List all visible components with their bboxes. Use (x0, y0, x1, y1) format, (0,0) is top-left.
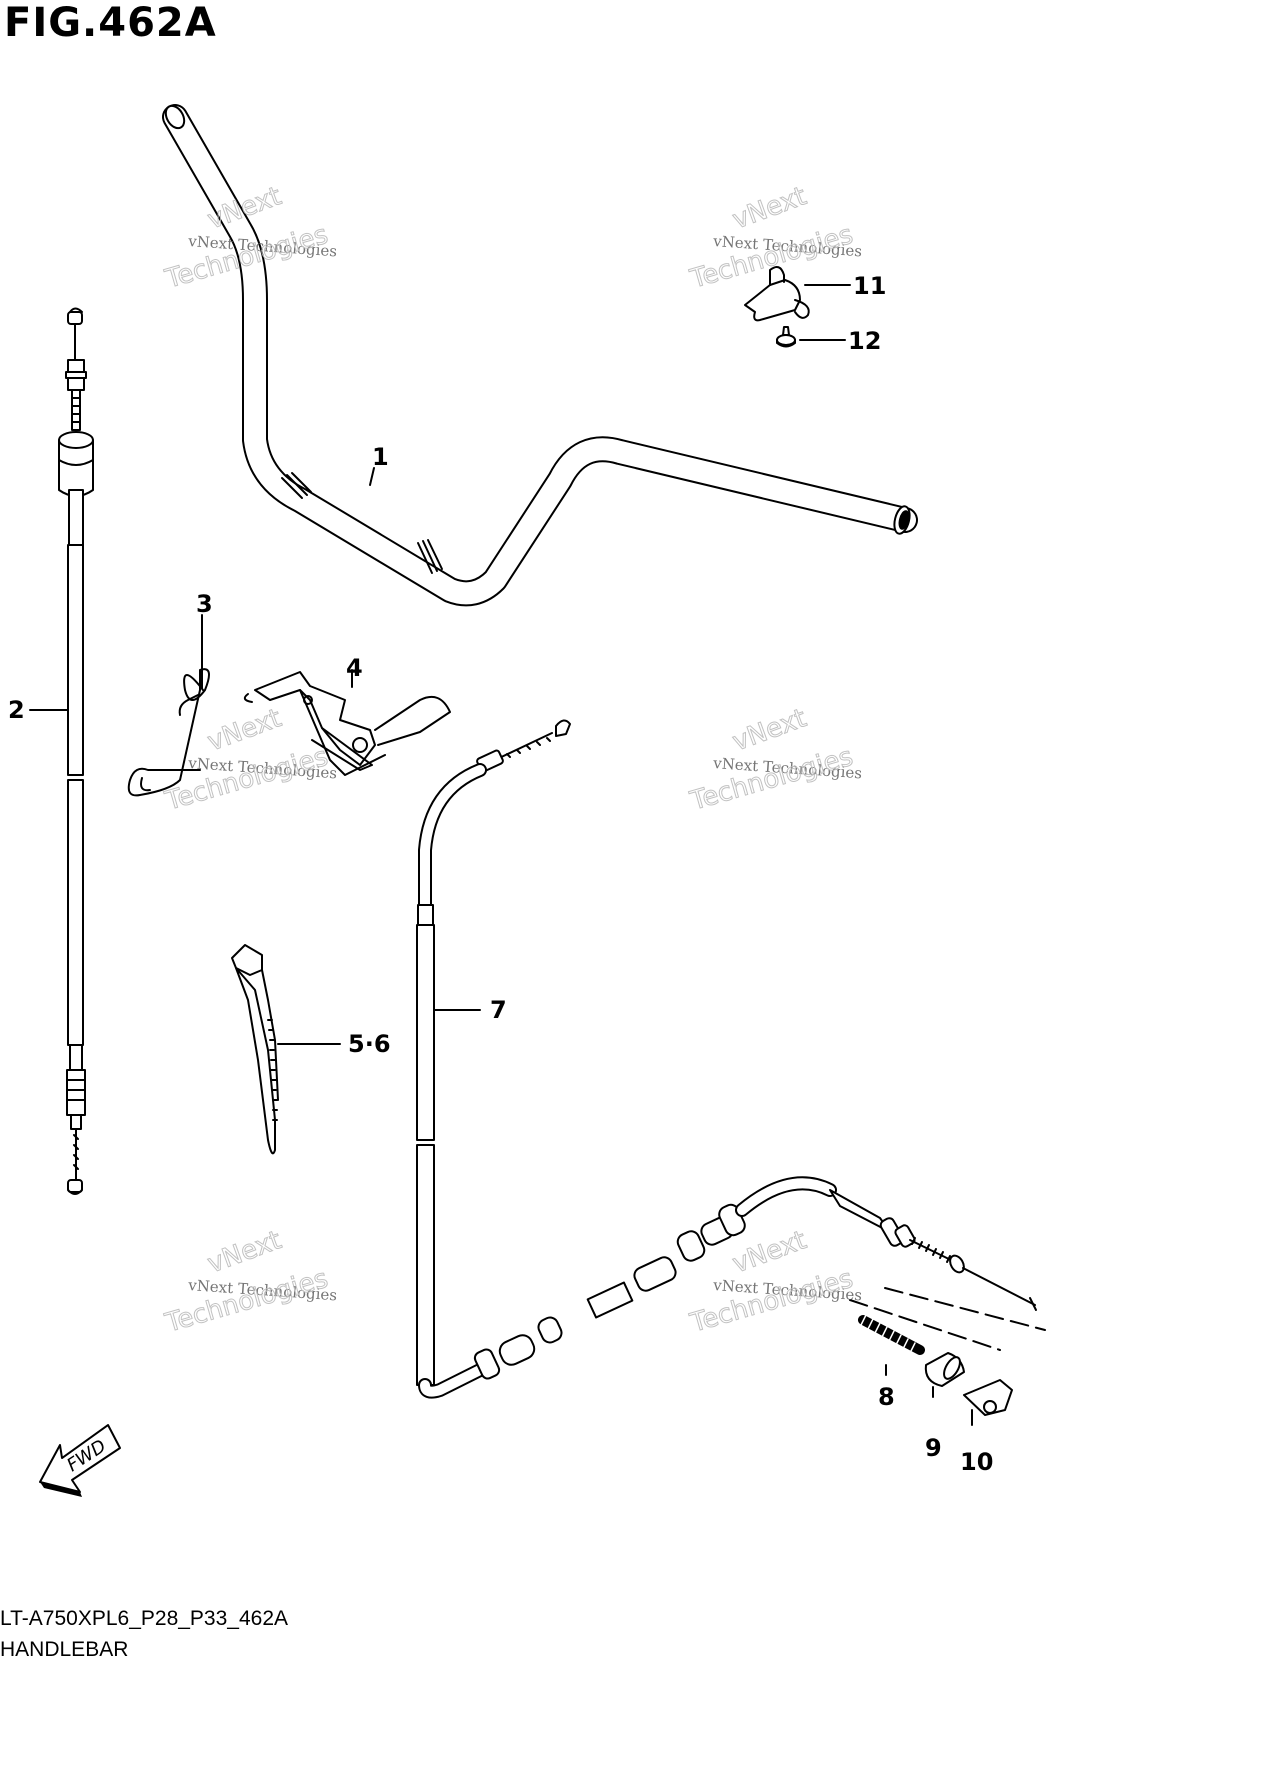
callout-3: 3 (196, 590, 213, 618)
svg-text:vNext: vNext (204, 1225, 286, 1279)
bracket-part-11 (744, 265, 846, 322)
bracket-part-4 (243, 669, 451, 776)
section-name: HANDLEBAR (0, 1638, 129, 1661)
watermark-4: vNext vNext Technologies Technologies (686, 703, 863, 818)
cable-part-2 (29, 307, 94, 1195)
watermark-2: vNext vNext Technologies Technologies (686, 181, 863, 296)
wire-clip-part-3 (127, 614, 210, 797)
callout-12: 12 (848, 327, 881, 355)
model-code: LT-A750XPL6_P28_P33_462A (0, 1607, 289, 1630)
cable-part-7 (416, 719, 1046, 1399)
callout-7: 7 (490, 996, 507, 1024)
callout-9: 9 (925, 1434, 942, 1462)
leader-1 (369, 467, 375, 486)
callout-1: 1 (372, 443, 389, 471)
svg-text:vNext: vNext (204, 703, 286, 757)
handlebar-part-1 (162, 104, 918, 607)
cable-tie-part-5-6 (231, 944, 341, 1155)
watermark-3: vNext vNext Technologies Technologies (161, 703, 338, 818)
forward-arrow-icon: FWD (39, 1424, 121, 1497)
callout-2: 2 (8, 696, 25, 724)
joint-part-10 (963, 1379, 1013, 1426)
callout-8: 8 (878, 1383, 895, 1411)
svg-text:vNext: vNext (729, 181, 811, 235)
callout-4: 4 (346, 654, 363, 682)
callout-10: 10 (960, 1448, 993, 1476)
svg-text:vNext: vNext (729, 703, 811, 757)
nipple-part-9 (924, 1352, 965, 1398)
spring-part-8 (858, 1314, 925, 1376)
callout-11: 11 (853, 272, 886, 300)
figure-title: FIG.462A (4, 0, 217, 46)
screw-part-12 (776, 326, 846, 348)
callout-5-6: 5·6 (348, 1030, 391, 1058)
watermark-5: vNext vNext Technologies Technologies (161, 1225, 338, 1340)
